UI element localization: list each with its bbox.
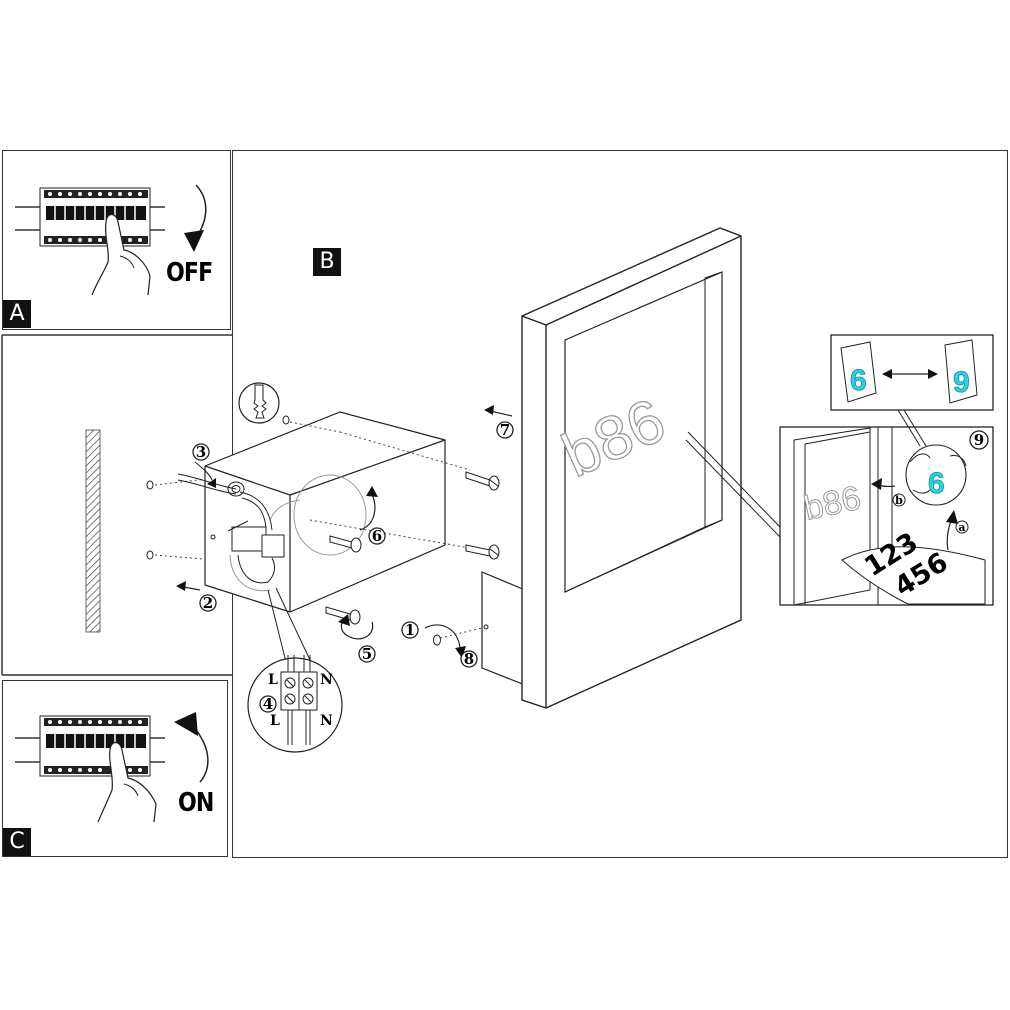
step-3-label: 3 [196, 443, 206, 461]
panel-c [2, 680, 228, 857]
off-label: OFF [166, 258, 213, 288]
step-2-label: 2 [203, 594, 213, 612]
panel-b [232, 150, 1008, 858]
on-label: ON [178, 788, 214, 818]
panel-b-tag: B [313, 248, 341, 276]
wall-hatch [85, 429, 101, 633]
panel-a-tag: A [3, 300, 31, 328]
panel-a [2, 150, 231, 330]
panel-c-tag: C [3, 828, 31, 856]
